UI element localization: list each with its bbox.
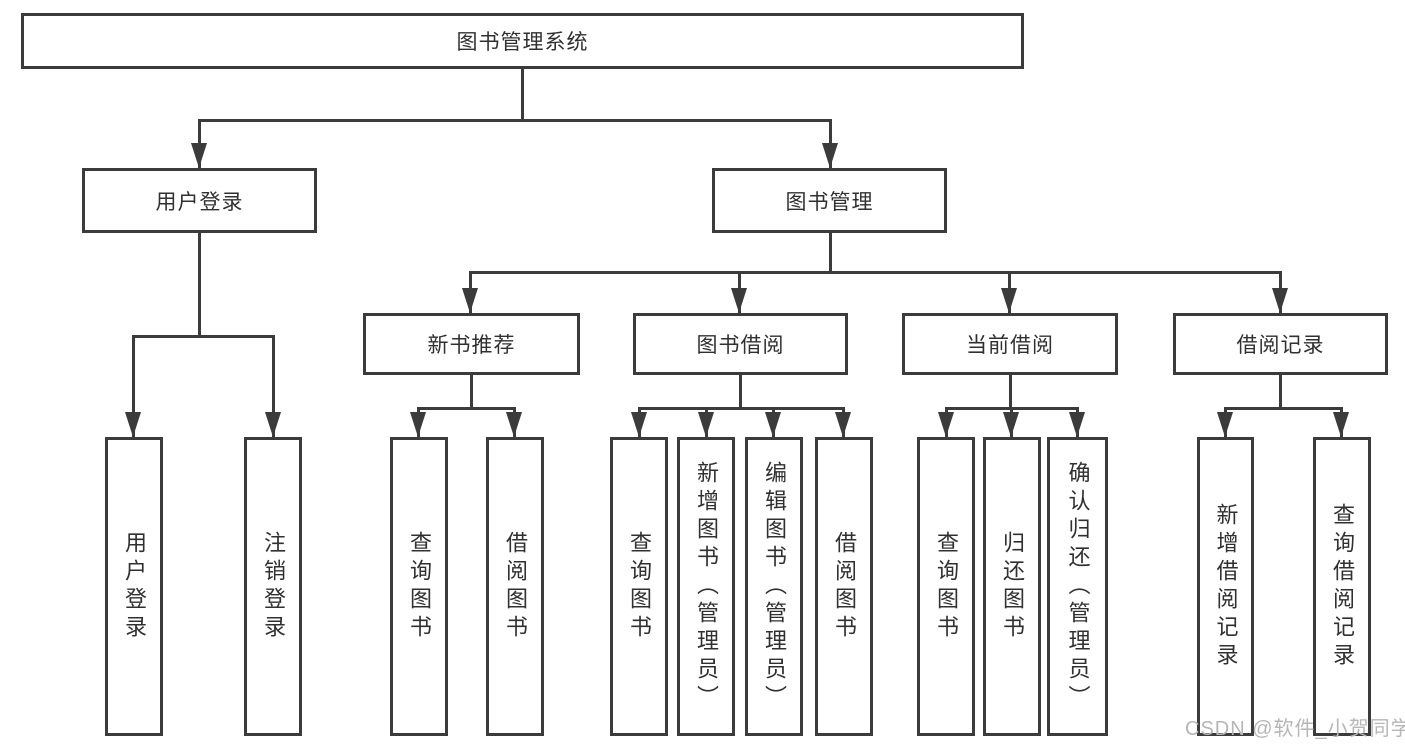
leaf-borrow-books-recommend: 借阅图书 (486, 437, 544, 736)
connector-line (1009, 375, 1012, 409)
node-library-system: 图书管理系统 (21, 13, 1024, 69)
arrow-down-icon (1069, 412, 1085, 437)
node-label: 用户登录 (155, 190, 244, 214)
connector-line (638, 407, 845, 410)
node-book-management-branch: 图书管理 (712, 168, 947, 233)
arrow-down-icon (698, 412, 714, 437)
arrow-down-icon (1333, 412, 1349, 437)
node-label: 借阅记录 (1236, 334, 1325, 357)
leaf-query-books-borrow: 查询图书 (610, 437, 668, 736)
leaf-borrow-books: 借阅图书 (815, 437, 873, 736)
node-book-borrowing: 图书借阅 (633, 313, 848, 375)
leaf-label: 编辑图书（管理员） (762, 460, 787, 713)
arrow-down-icon (1003, 412, 1019, 437)
arrow-down-icon (938, 412, 954, 437)
arrow-down-icon (191, 143, 207, 168)
leaf-logout: 注销登录 (244, 437, 302, 736)
connector-line (132, 335, 135, 437)
leaf-label: 注销登录 (261, 530, 286, 643)
arrow-down-icon (410, 412, 426, 437)
node-label: 图书管理 (785, 190, 874, 214)
arrow-down-icon (125, 412, 141, 437)
connector-line (521, 69, 524, 121)
connector-line (132, 335, 275, 338)
leaf-label: 确认归还（管理员） (1065, 460, 1091, 713)
leaf-label: 查询借阅记录 (1330, 502, 1355, 671)
connector-line (470, 375, 473, 409)
leaf-query-books-current: 查询图书 (917, 437, 975, 736)
connector-line (469, 271, 1282, 274)
node-user-login-branch: 用户登录 (82, 168, 317, 233)
node-new-book-recommendation: 新书推荐 (363, 313, 580, 375)
leaf-label: 借阅图书 (503, 530, 528, 643)
arrow-down-icon (1001, 288, 1017, 313)
arrow-down-icon (731, 288, 747, 313)
leaf-return-books: 归还图书 (983, 437, 1041, 736)
leaf-label: 查询图书 (934, 530, 959, 643)
arrow-down-icon (1272, 288, 1288, 313)
arrow-down-icon (631, 412, 647, 437)
leaf-label: 用户登录 (122, 530, 147, 643)
arrow-down-icon (765, 412, 781, 437)
connector-line (1279, 375, 1282, 409)
node-label: 图书借阅 (696, 334, 785, 357)
csdn-watermark: CSDN @软件_小贺同学 (1185, 718, 1405, 740)
leaf-label: 查询图书 (407, 530, 432, 643)
node-label: 新书推荐 (427, 334, 516, 357)
arrow-down-icon (506, 412, 522, 437)
connector-line (417, 407, 516, 410)
leaf-query-borrow-record: 查询借阅记录 (1313, 437, 1371, 736)
leaf-query-books-recommend: 查询图书 (390, 437, 448, 736)
arrow-down-icon (1217, 412, 1233, 437)
leaf-confirm-return-admin: 确认归还（管理员） (1047, 437, 1108, 736)
leaf-label: 归还图书 (1000, 530, 1025, 643)
leaf-edit-books-admin: 编辑图书（管理员） (745, 437, 803, 736)
leaf-add-books-admin: 新增图书（管理员） (677, 437, 735, 736)
connector-line (198, 233, 201, 336)
connector-line (198, 119, 832, 122)
node-label: 当前借阅 (966, 334, 1054, 357)
leaf-label: 借阅图书 (832, 530, 857, 643)
arrow-down-icon (462, 288, 478, 313)
leaf-label: 新增借阅记录 (1213, 502, 1239, 671)
arrow-down-icon (822, 143, 838, 168)
node-label: 图书管理系统 (456, 31, 589, 54)
connector-line (272, 335, 275, 437)
arrow-down-icon (835, 412, 851, 437)
node-borrowing-records: 借阅记录 (1173, 313, 1388, 375)
node-current-borrowing: 当前借阅 (902, 313, 1118, 375)
leaf-add-borrow-record: 新增借阅记录 (1197, 437, 1254, 736)
connector-line (739, 375, 742, 409)
leaf-label: 查询图书 (627, 530, 652, 643)
leaf-label: 新增图书（管理员） (694, 460, 719, 713)
leaf-user-login: 用户登录 (105, 437, 163, 736)
arrow-down-icon (265, 412, 281, 437)
connector-line (829, 233, 832, 273)
connector-line (1224, 407, 1343, 410)
